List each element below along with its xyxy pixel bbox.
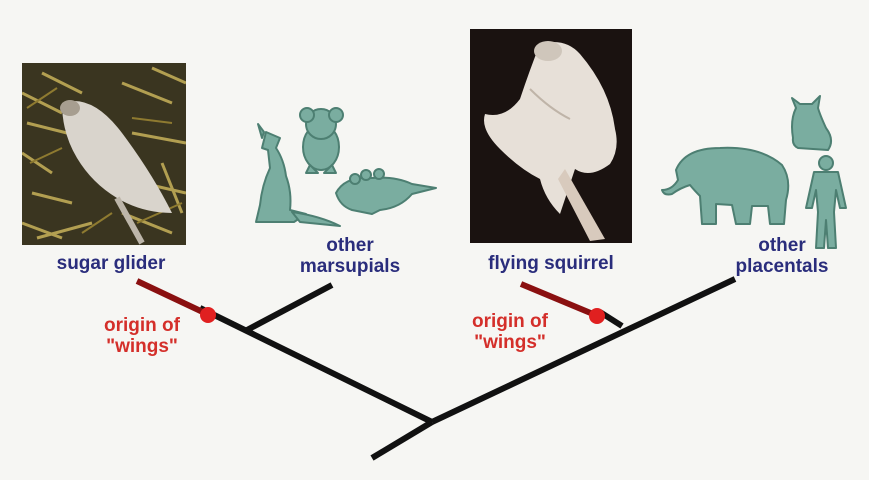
label-other-placentals: other placentals xyxy=(712,235,852,278)
label-flying-squirrel: flying squirrel xyxy=(488,253,614,274)
wing-origin-right xyxy=(519,281,605,324)
elephant-icon xyxy=(661,146,790,225)
label-origin-wings-left-line2: "wings" xyxy=(106,335,178,357)
label-origin-wings-right-line2: "wings" xyxy=(474,331,546,353)
placental-clade-branch xyxy=(430,276,737,425)
label-other-marsupials-line2: marsupials xyxy=(299,255,401,277)
wing-origin-left xyxy=(135,278,216,323)
label-origin-wings-left-line1: origin of xyxy=(104,315,180,336)
label-origin-wings-left: origin of "wings" xyxy=(72,315,212,358)
label-other-placentals-line1: other xyxy=(758,235,806,256)
marsupial-clade-branch xyxy=(198,305,434,425)
human-icon xyxy=(805,155,847,249)
label-origin-wings-right-line1: origin of xyxy=(472,311,548,332)
label-sugar-glider: sugar glider xyxy=(56,253,166,274)
other-marsupials-branch xyxy=(245,282,334,333)
cat-icon xyxy=(791,95,832,151)
label-origin-wings-right: origin of "wings" xyxy=(440,311,580,354)
label-other-marsupials: other marsupials xyxy=(280,235,420,278)
kangaroo-icon xyxy=(255,123,341,227)
sugar-glider-photo xyxy=(22,63,186,245)
flying-squirrel-photo xyxy=(470,29,632,243)
label-other-marsupials-line1: other xyxy=(326,235,374,256)
opossum-icon xyxy=(335,168,437,215)
phylogenetic-tree xyxy=(198,276,737,461)
root-branch xyxy=(370,419,434,461)
label-other-placentals-line2: placentals xyxy=(735,255,829,277)
koala-icon xyxy=(299,107,344,174)
